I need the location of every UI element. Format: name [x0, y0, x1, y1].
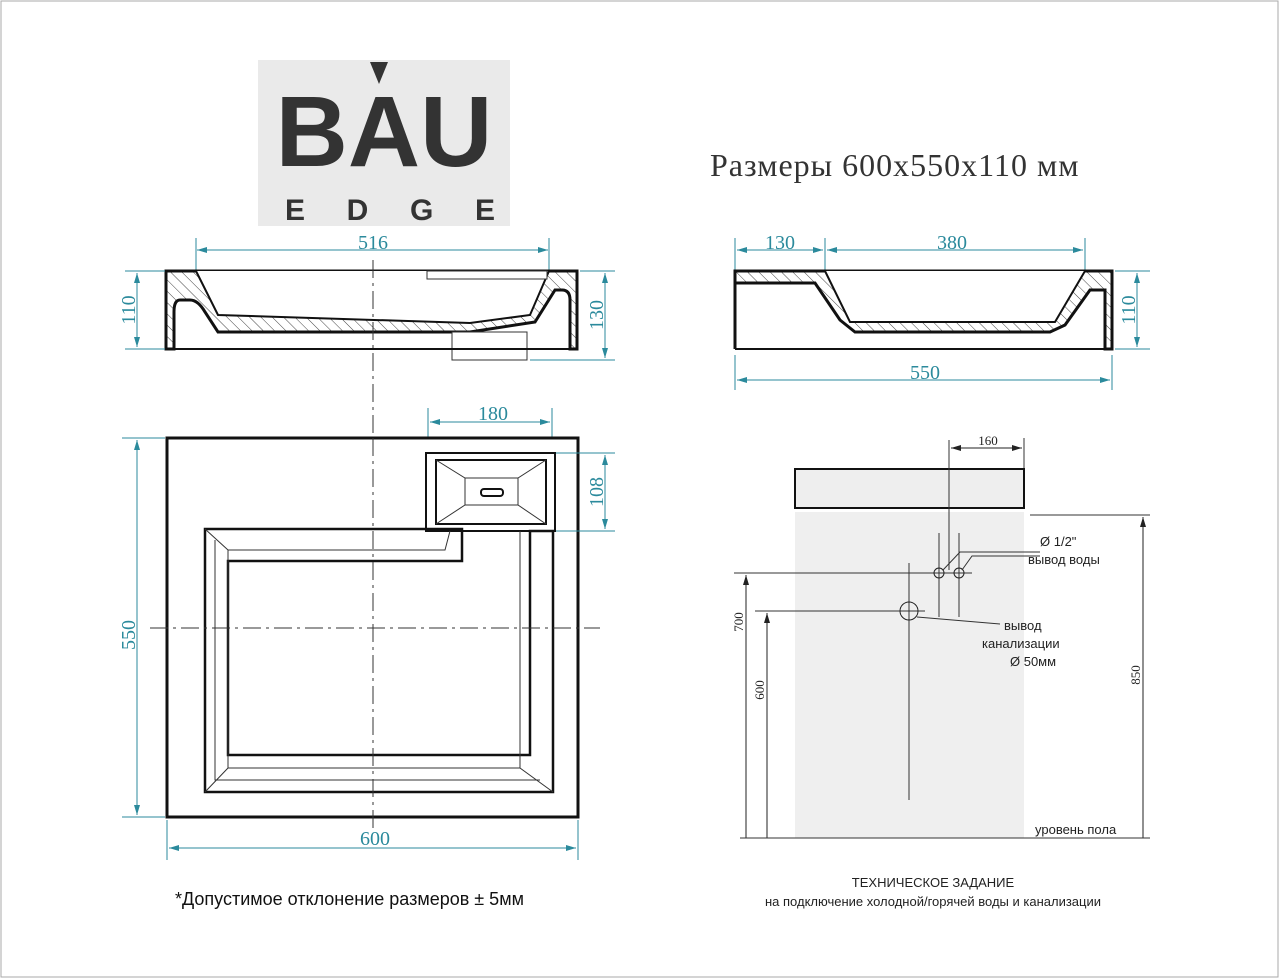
dim-180: 180	[478, 403, 508, 425]
logo-brand: BAU	[276, 76, 493, 188]
drain-label-2: канализации	[982, 636, 1060, 651]
floor-level-label: уровень пола	[1035, 822, 1117, 837]
installation-diagram: 160 850 Ø 1/2" вывод воды вывод канализа…	[731, 433, 1150, 909]
plan-view: 180 108 550 600	[118, 403, 615, 860]
dim-600: 600	[360, 828, 390, 850]
dim-516: 516	[358, 232, 388, 254]
drain-diameter: Ø 50мм	[1010, 654, 1056, 669]
page-title: Размеры 600x550x110 мм	[710, 147, 1079, 183]
dim-550-side: 550	[910, 362, 940, 384]
tolerance-note: *Допустимое отклонение размеров ± 5мм	[175, 889, 524, 909]
side-section-view: 130 380 110 550	[733, 232, 1150, 390]
dim-110-front: 110	[118, 295, 140, 324]
dim-110-side: 110	[1118, 295, 1140, 324]
water-diameter: Ø 1/2"	[1040, 534, 1077, 549]
dim-850: 850	[1128, 665, 1143, 685]
dim-550-plan: 550	[118, 620, 140, 650]
dim-130-front: 130	[586, 300, 608, 330]
dim-700: 700	[731, 612, 746, 632]
dim-160: 160	[978, 433, 998, 448]
front-section-view: 516 110 130	[118, 232, 615, 440]
dim-600-height: 600	[752, 680, 767, 700]
tech-heading: ТЕХНИЧЕСКОЕ ЗАДАНИЕ	[852, 875, 1015, 890]
dim-108: 108	[586, 477, 608, 507]
drain-label-1: вывод	[1004, 618, 1042, 633]
tech-subheading: на подключение холодной/горячей воды и к…	[765, 894, 1101, 909]
dim-380: 380	[937, 232, 967, 254]
bau-edge-logo: BAU EDGE	[258, 60, 510, 227]
dim-130-side: 130	[765, 232, 795, 254]
water-label: вывод воды	[1028, 552, 1100, 567]
